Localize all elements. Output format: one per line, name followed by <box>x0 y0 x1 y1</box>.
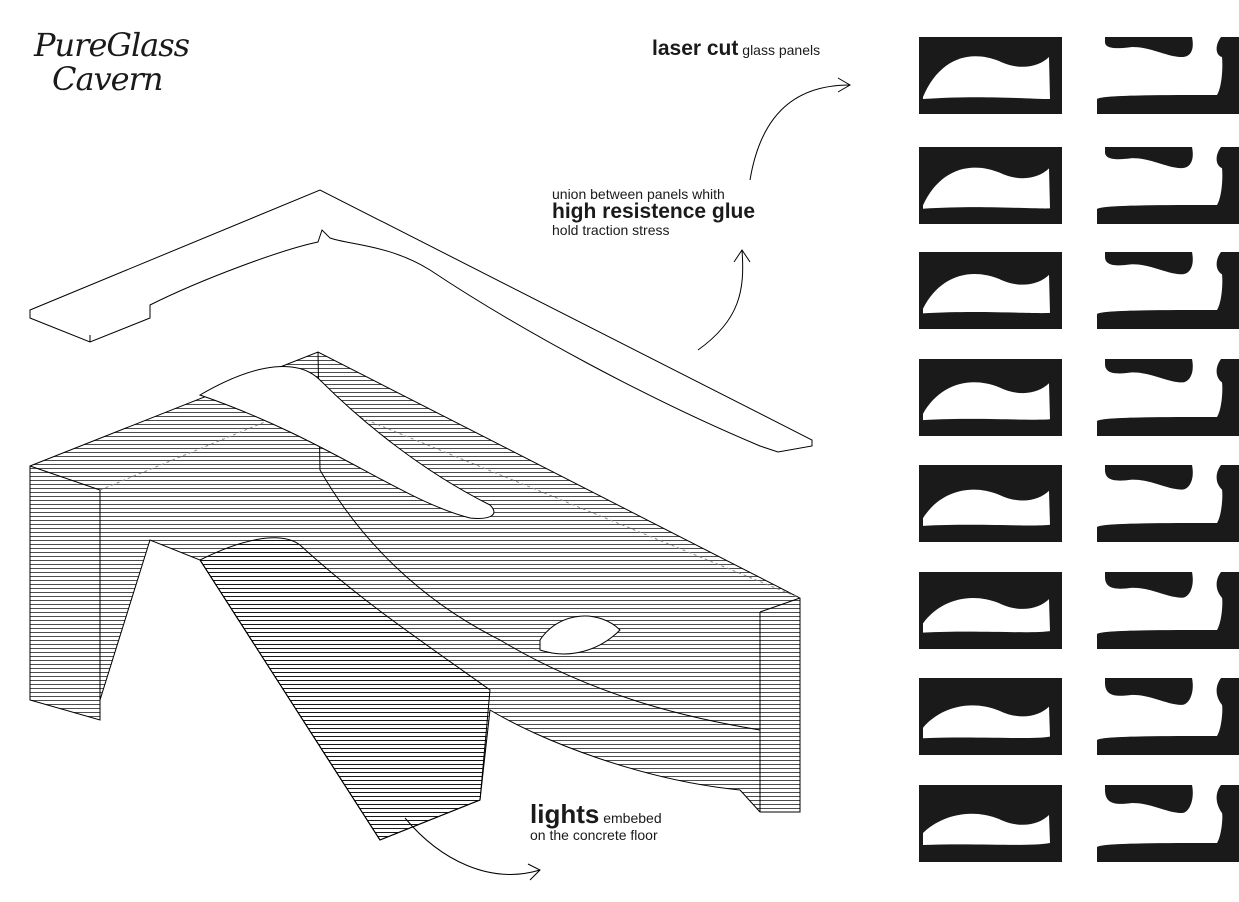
annotation-arrows <box>404 77 851 881</box>
lights-line-2: on the concrete floor <box>530 827 658 843</box>
laser-cut-label: laser cut glass panels <box>652 37 821 60</box>
glass-panel-section <box>919 465 1062 542</box>
glue-line-3: hold traction stress <box>552 222 670 238</box>
glass-panel-section <box>1097 465 1239 542</box>
glue-label: union between panels whith high resisten… <box>552 186 755 239</box>
glass-top-panel <box>29 189 813 453</box>
lights-label: lights embebed on the concrete floor <box>530 801 662 844</box>
glue-line-1: union between panels whith <box>552 186 725 202</box>
title-line-2: Cavern <box>52 60 163 98</box>
lights-rest: embebed <box>603 810 662 826</box>
glass-panel-section <box>919 147 1062 224</box>
concrete-block <box>29 351 801 841</box>
glass-panel-section <box>1097 147 1239 224</box>
glass-panel-section <box>1097 37 1239 114</box>
lights-bold: lights <box>530 799 600 829</box>
glass-panel-section <box>919 252 1062 329</box>
glass-panel-section <box>1097 572 1239 649</box>
glass-panel-section <box>1097 252 1239 329</box>
glass-panel-section <box>919 572 1062 649</box>
laser-cut-rest: glass panels <box>742 42 821 58</box>
project-title: PureGlass Cavern <box>34 26 190 98</box>
glass-panel-section <box>919 785 1062 862</box>
glass-panel-section <box>919 37 1062 114</box>
arrow-laser-cut <box>749 84 851 181</box>
glass-panel-section <box>1097 785 1239 862</box>
glue-bold: high resistence glue <box>552 200 756 223</box>
glass-panel-section <box>1097 678 1239 755</box>
title-line-1: PureGlass <box>34 26 190 64</box>
glass-panel-section <box>1097 359 1239 436</box>
arrow-lights <box>404 817 541 875</box>
glass-panel-section <box>919 678 1062 755</box>
laser-cut-bold: laser cut <box>652 37 739 60</box>
glass-panel-section <box>919 359 1062 436</box>
arrow-glue <box>697 249 744 351</box>
